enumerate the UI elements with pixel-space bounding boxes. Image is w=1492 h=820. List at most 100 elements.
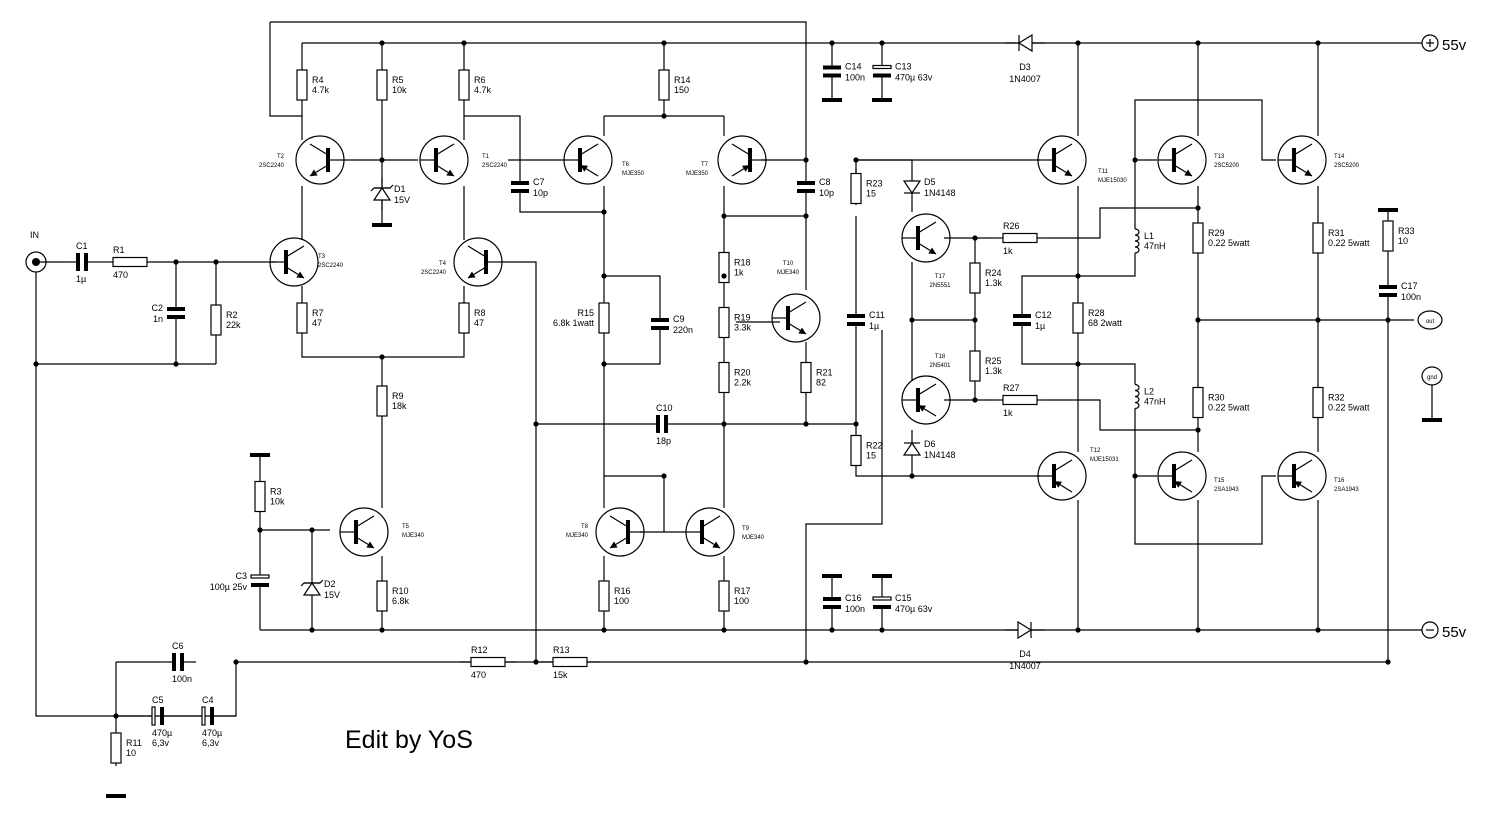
wire: [519, 196, 604, 213]
resistor-value: 82: [816, 378, 826, 388]
transistor-ref: T8: [581, 524, 589, 530]
collector-lead: [1173, 459, 1193, 472]
resistor-value: 10k: [270, 497, 285, 507]
resistor-value: 100: [614, 596, 629, 606]
junction-dot: [379, 627, 385, 633]
resistor-r28: [1072, 295, 1084, 341]
resistor-r4: [296, 69, 308, 101]
transistor-part: MJE350: [686, 171, 709, 177]
transistor-ref: T11: [1098, 169, 1109, 175]
resistor-ref: R5: [392, 75, 404, 85]
diode-triangle: [302, 581, 322, 596]
transistor-part: 2SC2240: [259, 163, 285, 169]
diode-value: 1N4007: [1009, 74, 1041, 84]
junction-dot: [601, 273, 607, 279]
transistor-part: 2SC2240: [421, 270, 447, 276]
output-label: out: [1426, 319, 1435, 325]
capacitor-c13: [872, 43, 892, 100]
capacitor-ref: C7: [533, 177, 545, 187]
resistor-body: [458, 302, 470, 334]
junction-dot: [972, 317, 978, 323]
emitter-arrow: [580, 165, 588, 172]
junction-dot: [233, 659, 239, 665]
resistor-body: [1002, 232, 1038, 244]
credit-text: Edit by YoS: [345, 726, 473, 754]
capacitor-ref: C15: [895, 593, 912, 603]
resistor-r10: [376, 578, 388, 614]
junction-dot: [721, 627, 727, 633]
capacitor-ref: C4: [202, 695, 214, 705]
resistor-ref: R14: [674, 75, 691, 85]
resistor-r24: [969, 256, 981, 300]
emitter-arrow: [366, 541, 375, 549]
junction-dot: [721, 273, 727, 279]
junction-dot: [379, 157, 385, 163]
jack-inner: [32, 258, 40, 266]
resistor-ref: R30: [1208, 393, 1225, 403]
resistor-body: [458, 69, 470, 101]
junction-dot: [309, 627, 315, 633]
emitter-arrow: [928, 247, 937, 255]
capacitor-c9: [651, 300, 669, 348]
resistor-body: [850, 172, 862, 205]
diode-triangle: [1017, 33, 1033, 53]
junction-dot: [1132, 157, 1138, 163]
transistor-t6: [563, 135, 613, 185]
resistor-value: 1.3k: [985, 366, 1003, 376]
wire: [1078, 363, 1136, 375]
resistor-ref: R27: [1003, 383, 1020, 393]
inductor-ref: L1: [1144, 231, 1154, 241]
capacitor-value: 10p: [819, 188, 834, 198]
junction-dot: [1315, 317, 1321, 323]
capacitor-ref: C5: [152, 695, 164, 705]
diode-d4: [1005, 620, 1045, 640]
capacitor-c1: [70, 253, 94, 271]
transistor-t7: [717, 135, 767, 185]
diode-d3: [1005, 33, 1045, 53]
collector-lead: [731, 143, 751, 156]
resistor-value: 1k: [1003, 408, 1013, 418]
resistor-r6: [458, 69, 470, 101]
emitter-arrow: [467, 271, 476, 279]
junction-dot: [721, 213, 727, 219]
collector-lead: [1293, 143, 1313, 156]
resistor-value: 470: [471, 670, 486, 680]
resistor-body: [718, 361, 730, 394]
resistor-r20: [718, 355, 730, 400]
capacitor-c10: [656, 415, 668, 433]
transistor-part: 2SA1943: [1214, 487, 1239, 493]
transistor-ref: T9: [742, 526, 750, 532]
capacitor-value: 100n: [172, 674, 192, 684]
capacitor-c14: [823, 43, 841, 100]
resistor-ref: R1: [113, 245, 125, 255]
transistor-part: MJE350: [622, 171, 645, 177]
capacitor-ref: C12: [1035, 310, 1052, 320]
wire: [604, 348, 661, 365]
resistor-r32: [1312, 385, 1324, 420]
resistor-ref: R7: [312, 308, 324, 318]
resistor-body: [1382, 220, 1394, 252]
capacitor-ref: C6: [172, 641, 184, 651]
capacitor-c4: [190, 706, 226, 726]
transistor-part: 2SC2240: [318, 263, 344, 269]
junction-dot: [829, 627, 835, 633]
resistor-value: 47: [474, 318, 484, 328]
transistor-t11: [1037, 135, 1087, 185]
junction-dot: [601, 627, 607, 633]
wire: [1046, 399, 1198, 431]
resistor-r11: [110, 730, 122, 766]
resistor-body: [1192, 386, 1204, 419]
transistor-ref: T13: [1214, 154, 1225, 160]
capacitor-voltage: 6,3v: [202, 738, 220, 748]
junction-dot: [1315, 627, 1321, 633]
capacitor-c15: [872, 576, 892, 630]
resistor-r19: [718, 300, 730, 345]
resistor-r25: [969, 344, 981, 388]
inductor-l2: [1134, 375, 1140, 418]
junction-dot: [1315, 40, 1321, 46]
resistor-r21: [800, 355, 812, 400]
resistor-value: 0.22 5watt: [1328, 403, 1370, 413]
transistor-ref: T17: [935, 274, 946, 280]
resistor-value: 4.7k: [312, 85, 330, 95]
resistor-ref: R15: [577, 308, 594, 318]
